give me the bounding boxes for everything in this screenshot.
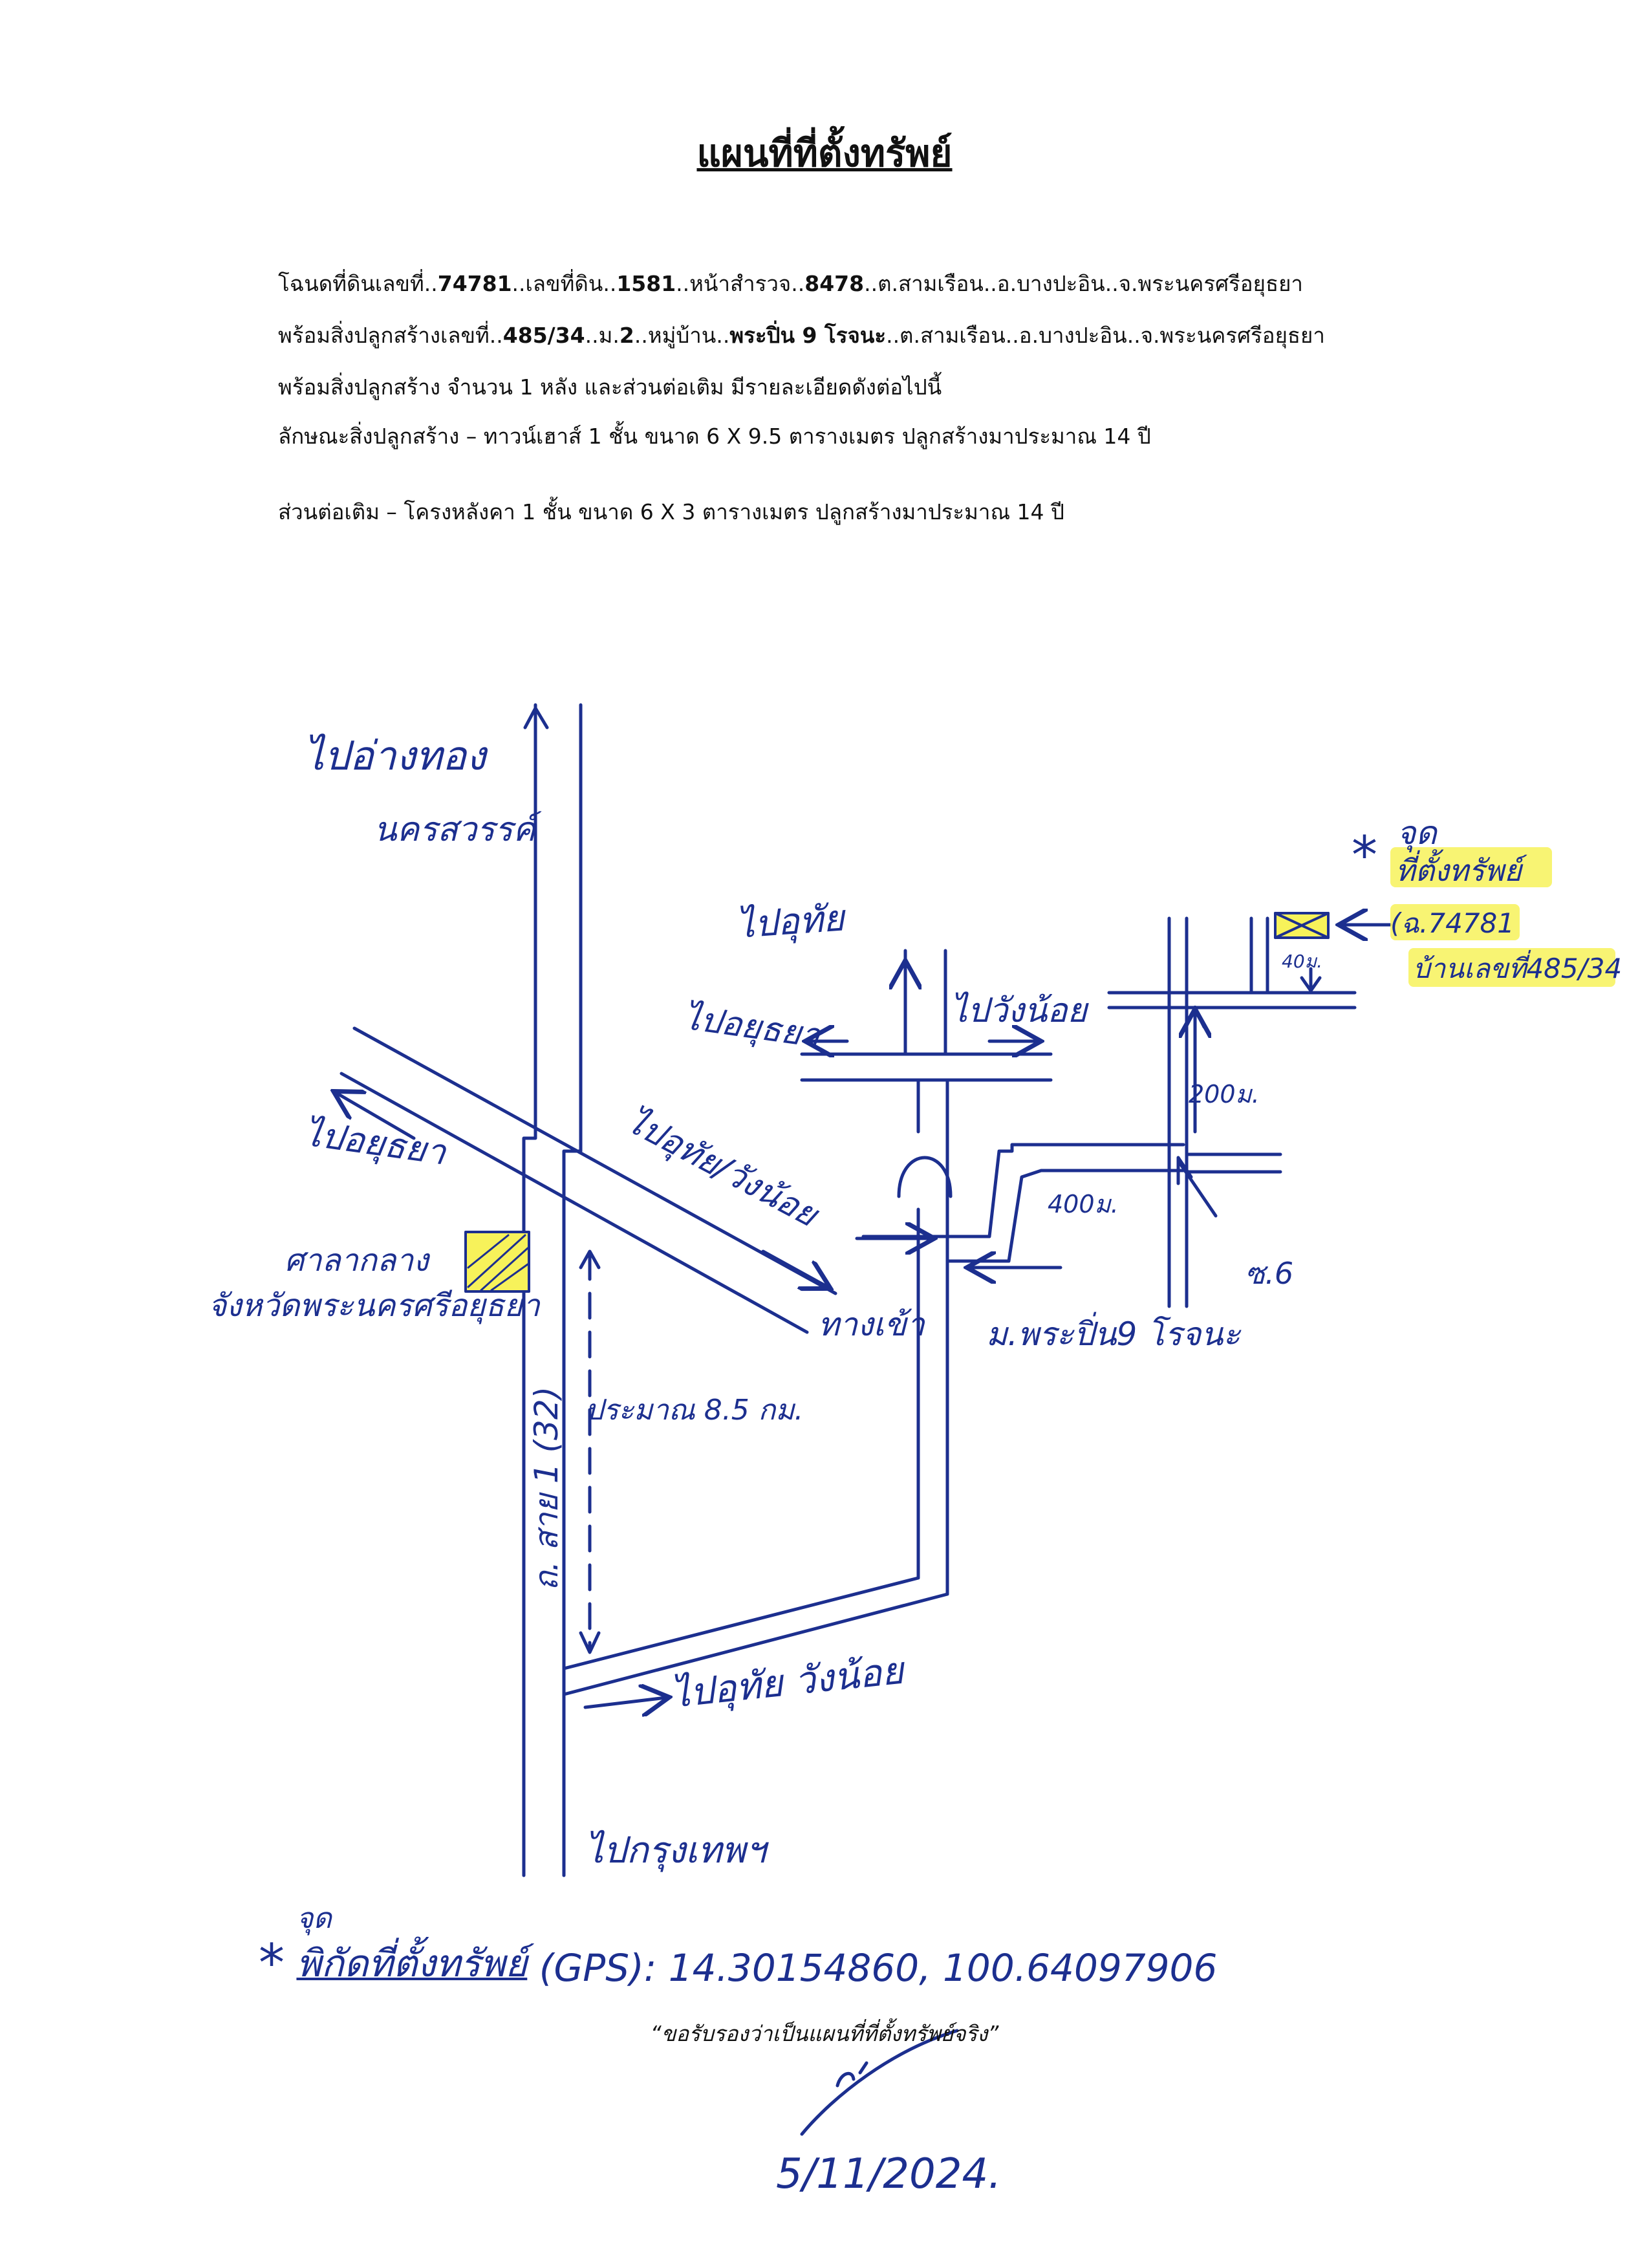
- page-title: แผนที่ที่ตั้งทรัพย์: [696, 131, 953, 175]
- label-200m: 200ม.: [1189, 1080, 1260, 1108]
- gps-star-icon: *: [259, 1933, 285, 1993]
- arrow-to-ayutthaya-left: [336, 1093, 416, 1140]
- cross-road-v-left: [903, 949, 920, 1134]
- highway-left-edge: [522, 703, 537, 1877]
- right-road-top-h: [1107, 991, 1357, 1010]
- soi6-pointer: [1176, 1156, 1218, 1218]
- label-to-uthai-wangnoi-diag: ไปอุทัย/วังน้อย: [620, 1102, 825, 1237]
- deed-line: โฉนดที่ดินเลขที่..74781..เลขที่ดิน..1581…: [278, 271, 1303, 296]
- highway-right-edge: [562, 703, 583, 1877]
- arrow-to-uthai-diag: [761, 1249, 828, 1287]
- label-to-uthai-top: ไปอุทัย: [735, 897, 847, 947]
- label-to-wangnoi: ไปวังน้อย: [951, 991, 1090, 1030]
- certify-caption: “ขอรับรองว่าเป็นแผนที่ที่ตั้งทรัพย์จริง”: [650, 2021, 999, 2046]
- connector-road-top: [562, 1207, 920, 1670]
- label-to-bangkok: ไปกรุงเทพฯ: [585, 1830, 769, 1872]
- arrow-connector: [583, 1698, 666, 1707]
- label-village: ม.พระปิ่น9 โรจนะ: [986, 1312, 1242, 1353]
- diagonal-road-top: [352, 1026, 837, 1295]
- signature: [800, 2029, 959, 2136]
- label-deed-no: (ฉ.74781: [1390, 907, 1514, 939]
- property-star-icon: *: [1352, 825, 1377, 885]
- gps-label-block: จุด พิกัดที่ตั้งทรัพย์: [296, 1905, 527, 1993]
- highlight-deed: [1390, 904, 1520, 940]
- building-line: พร้อมสิ่งปลูกสร้างเลขที่..485/34..ม.2..ห…: [278, 323, 1325, 348]
- highway-arrow-top: [523, 706, 549, 778]
- village-road-top: [861, 1143, 1185, 1238]
- label-nakhon-sawan: นครสวรรค์: [374, 810, 542, 849]
- gps-label-top: จุด: [296, 1902, 332, 1935]
- signature-date: 5/11/2024.: [776, 2150, 1002, 2198]
- gps-coordinates: * จุด พิกัดที่ตั้งทรัพย์ (GPS): 14.30154…: [259, 1905, 1218, 1994]
- cross-road-v-right: [943, 949, 949, 1134]
- label-to-ang-thong: ไปอ่างทอง: [304, 732, 488, 779]
- building-type-line: ลักษณะสิ่งปลูกสร้าง – ทาวน์เฮาส์ 1 ชั้น …: [278, 424, 1151, 449]
- label-40m: 40ม.: [1282, 951, 1322, 972]
- label-property-title: ที่ตั้งทรัพย์: [1396, 849, 1527, 888]
- highlight-property-title: [1390, 847, 1552, 887]
- quantity-line: พร้อมสิ่งปลูกสร้าง จำนวน 1 หลัง และส่วนต…: [278, 374, 942, 400]
- label-city-hall-2: จังหวัดพระนครศรีอยุธยา: [208, 1288, 541, 1324]
- arrow-uturn: [897, 1156, 953, 1198]
- label-soi-6: ซ.6: [1245, 1256, 1293, 1291]
- label-400m: 400ม.: [1048, 1190, 1119, 1218]
- label-house-no: บ้านเลขที่485/34: [1413, 949, 1622, 984]
- label-entrance: ทางเข้า: [818, 1306, 926, 1343]
- gps-value: (GPS): 14.30154860, 100.64097906: [539, 1946, 1218, 1990]
- diagonal-road-bottom: [339, 1072, 809, 1334]
- extension-line: ส่วนต่อเติม – โครงหลังคา 1 ชั้น ขนาด 6 X…: [278, 499, 1064, 524]
- label-highway: ถ. สาย 1 (32): [528, 1387, 565, 1591]
- gps-label: พิกัดที่ตั้งทรัพย์: [296, 1941, 528, 1985]
- label-approx-distance: ประมาณ 8.5 กม.: [585, 1394, 803, 1427]
- highlight-house: [1408, 948, 1615, 987]
- label-to-ayutthaya-cross: ไปอยุธยา: [681, 998, 823, 1056]
- label-city-hall-1: ศาลากลาง: [285, 1242, 431, 1279]
- right-road-mid-h: [1185, 1152, 1282, 1174]
- right-road-branch: [1249, 916, 1269, 995]
- label-property-top: จุด: [1397, 814, 1438, 853]
